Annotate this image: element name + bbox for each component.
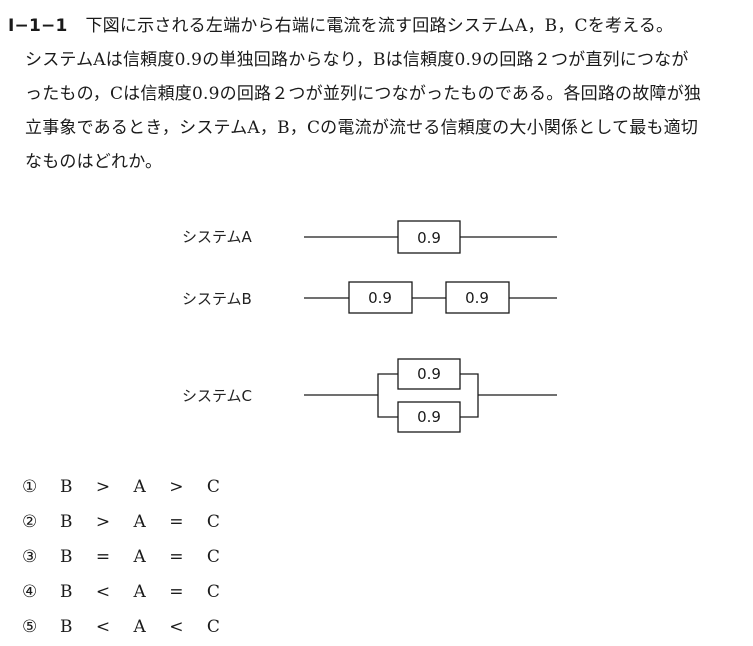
system-c-branch-right	[460, 373, 479, 418]
system-a-label: システムA	[182, 228, 252, 246]
question-line-3: ったもの，Cは信頼度0.9の回路２つが並列につながったものである。各回路の故障が…	[25, 84, 702, 104]
system-b-block-2-value: 0.9	[465, 289, 489, 307]
system-c-branch-left	[377, 373, 398, 418]
question-line-4: 立事象であるとき，システムA，B，Cの電流が流せる信頼度の大小関係として最も適切	[25, 118, 699, 138]
system-b-block-1-value: 0.9	[368, 289, 392, 307]
question-number: Ⅰ−1−1	[8, 16, 68, 36]
question-line-2: システムAは信頼度0.9の単独回路からなり，Bは信頼度0.9の回路２つが直列につ…	[25, 50, 689, 70]
question-line-5: なものはどれか。	[25, 152, 163, 172]
system-c-label: システムC	[182, 387, 253, 405]
system-a-block-value: 0.9	[417, 229, 441, 247]
system-c-block-1-value: 0.9	[417, 365, 441, 383]
system-b-block-1	[348, 281, 413, 314]
system-c-block-2-value: 0.9	[417, 408, 441, 426]
system-b-block-2	[445, 281, 510, 314]
system-c-block-1	[397, 358, 461, 390]
system-b-label: システムB	[182, 290, 252, 308]
system-a-block	[397, 220, 461, 254]
